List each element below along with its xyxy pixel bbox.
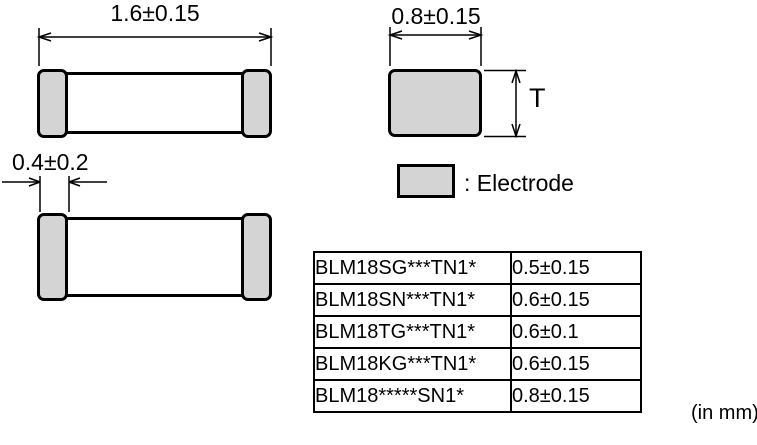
chip-body-bottom-view <box>39 217 271 297</box>
part-number-cell: BLM18TG***TN1* <box>313 315 512 349</box>
thickness-dimension-label: T <box>529 83 546 113</box>
arrowhead-left <box>36 32 52 42</box>
thickness-cell: 0.6±0.15 <box>510 347 642 381</box>
thickness-cell: 0.6±0.1 <box>510 315 642 349</box>
table-row: BLM18*****SN1* 0.8±0.15 <box>313 379 642 413</box>
thickness-cell: 0.8±0.15 <box>510 379 642 413</box>
electrode-width-dimension-label: 0.4±0.2 <box>12 149 89 175</box>
arrowhead-left <box>68 177 81 187</box>
electrode-right-bottom-view <box>241 213 272 301</box>
table-row: BLM18KG***TN1* 0.6±0.15 <box>313 347 642 381</box>
arrowhead-up <box>511 68 521 84</box>
electrode-left-top-view <box>37 69 68 138</box>
length-dimension-label: 1.6±0.15 <box>110 0 200 26</box>
part-number-cell: BLM18SN***TN1* <box>313 283 512 317</box>
thickness-table: BLM18SG***TN1* 0.5±0.15 BLM18SN***TN1* 0… <box>313 251 642 413</box>
chip-end-view <box>388 69 482 137</box>
thickness-cell: 0.6±0.15 <box>510 283 642 317</box>
arrowhead-right <box>468 30 484 40</box>
part-number-cell: BLM18KG***TN1* <box>313 347 512 381</box>
chip-body-top-view <box>39 72 271 134</box>
part-number-cell: BLM18*****SN1* <box>313 379 512 413</box>
arrowhead-right <box>28 177 41 187</box>
electrode-legend-swatch <box>397 164 455 198</box>
electrode-left-bottom-view <box>37 213 68 301</box>
units-note: (in mm) <box>691 402 757 424</box>
thickness-cell: 0.5±0.15 <box>510 251 642 285</box>
arrowhead-left <box>387 30 403 40</box>
table-row: BLM18TG***TN1* 0.6±0.1 <box>313 315 642 349</box>
table-row: BLM18SG***TN1* 0.5±0.15 <box>313 251 642 285</box>
part-number-cell: BLM18SG***TN1* <box>313 251 512 285</box>
arrowhead-down <box>511 123 521 139</box>
arrowhead-right <box>258 32 274 42</box>
electrode-legend-label: : Electrode <box>464 170 574 196</box>
width-dimension-label: 0.8±0.15 <box>391 3 481 29</box>
table-row: BLM18SN***TN1* 0.6±0.15 <box>313 283 642 317</box>
electrode-right-top-view <box>241 69 272 138</box>
